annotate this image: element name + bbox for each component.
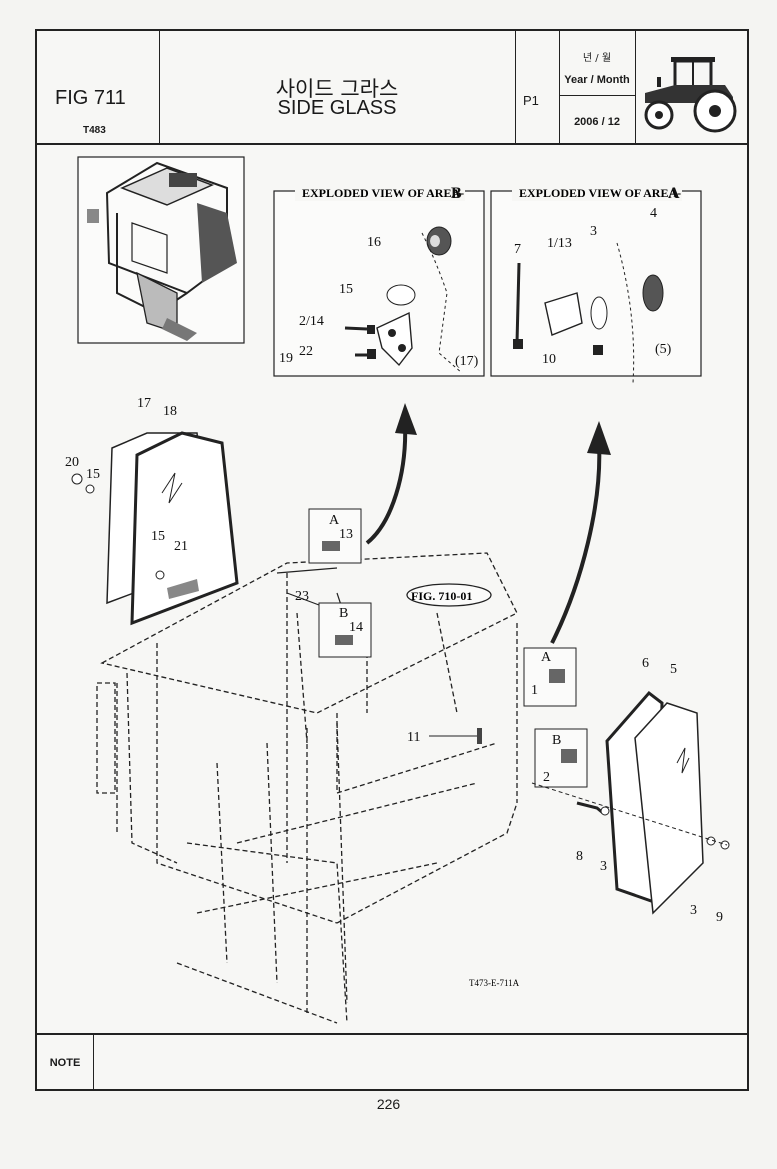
exploded-a-letter: A bbox=[668, 185, 680, 202]
callout-17: 17 bbox=[137, 396, 151, 411]
fig-ref-callout: FIG. 710-01 bbox=[406, 583, 492, 607]
detail-b14-num: 14 bbox=[349, 620, 363, 635]
part-label-7: 7 bbox=[514, 242, 521, 257]
exploded-b-title: EXPLODED VIEW OF AREA- bbox=[302, 186, 464, 200]
detail-a1-num: 1 bbox=[531, 683, 538, 698]
detail-b14-letter: B bbox=[339, 606, 348, 621]
date-label-korean: 년 / 월 bbox=[582, 53, 612, 64]
detail-b2-num: 2 bbox=[543, 770, 550, 785]
page-code: P1 bbox=[523, 93, 539, 108]
callout-21: 21 bbox=[174, 539, 188, 554]
parts-page: FIG 711 T483 사이드 그라스 SIDE GLASS P1 년 / 월… bbox=[35, 29, 749, 1091]
page-code-cell: P1 bbox=[515, 31, 560, 143]
cab-thumbnail bbox=[77, 156, 245, 344]
left-side-glass bbox=[71, 431, 239, 626]
exploded-view-area-b: EXPLODED VIEW OF AREA- B 16 15 2/14 22 1… bbox=[273, 183, 485, 377]
model-code: T483 bbox=[83, 125, 106, 136]
detail-b2-letter: B bbox=[552, 733, 561, 748]
detail-box-a-1: A 1 bbox=[523, 647, 577, 707]
fig-ref: FIG. 710-01 bbox=[411, 589, 472, 603]
title-korean: 사이드 그라스 bbox=[275, 77, 399, 101]
callout-9: 9 bbox=[716, 910, 723, 925]
exploded-view-area-a: EXPLODED VIEW OF AREA- A 7 1/13 3 4 10 (… bbox=[490, 183, 702, 384]
part-label-3: 3 bbox=[590, 224, 597, 239]
part-label-1-13: 1/13 bbox=[547, 236, 572, 251]
note-label: NOTE bbox=[37, 1035, 94, 1091]
part-label-4: 4 bbox=[650, 206, 657, 221]
part-label-19: 19 bbox=[279, 351, 293, 366]
callout-11: 11 bbox=[407, 730, 420, 745]
exploded-b-letter: B bbox=[451, 185, 462, 202]
drawing-code: T473-E-711A bbox=[469, 978, 520, 988]
detail-a13-num: 13 bbox=[339, 527, 353, 542]
part-label-2-14: 2/14 bbox=[299, 314, 324, 329]
callout-3-right: 3 bbox=[690, 903, 697, 918]
callout-23: 23 bbox=[295, 589, 309, 604]
detail-a1-letter: A bbox=[541, 650, 552, 665]
detail-box-b-2: B 2 bbox=[534, 728, 588, 788]
callout-18: 18 bbox=[163, 404, 177, 419]
page-number: 226 bbox=[376, 1096, 401, 1112]
right-side-glass bbox=[531, 690, 730, 915]
date-cell: 년 / 월 Year / Month 2006 / 12 bbox=[559, 31, 636, 143]
header: FIG 711 T483 사이드 그라스 SIDE GLASS P1 년 / 월… bbox=[37, 31, 747, 145]
callout-3-left: 3 bbox=[600, 859, 607, 874]
callout-8: 8 bbox=[576, 849, 583, 864]
part-label-5: (5) bbox=[655, 342, 672, 357]
detail-box-a-13: A 13 bbox=[308, 508, 362, 564]
tractor-logo bbox=[635, 31, 747, 143]
callout-15-left: 15 bbox=[86, 467, 100, 482]
callout-5: 5 bbox=[670, 662, 677, 677]
part-label-17: (17) bbox=[455, 354, 479, 369]
callout-20: 20 bbox=[65, 455, 79, 470]
note-row: NOTE bbox=[37, 1033, 747, 1091]
date-value: 2006 / 12 bbox=[574, 116, 620, 128]
tractor-icon bbox=[644, 57, 737, 133]
arrow-to-area-b bbox=[365, 422, 408, 545]
detail-box-b-14: B 14 bbox=[318, 602, 372, 658]
date-label-english: Year / Month bbox=[564, 74, 630, 86]
detail-a13-letter: A bbox=[329, 513, 340, 528]
date-divider bbox=[559, 95, 635, 96]
cab-frame bbox=[96, 552, 518, 1024]
part-label-15: 15 bbox=[339, 282, 353, 297]
arrow-to-area-a bbox=[550, 442, 602, 644]
title-cell: 사이드 그라스 SIDE GLASS bbox=[159, 31, 516, 143]
callout-15-mid: 15 bbox=[151, 529, 165, 544]
part-label-10: 10 bbox=[542, 352, 556, 367]
figure-label: FIG 711 bbox=[55, 87, 126, 109]
figure-cell: FIG 711 T483 bbox=[37, 31, 160, 143]
part-label-16: 16 bbox=[367, 235, 381, 250]
parts-diagram: EXPLODED VIEW OF AREA- B 16 15 2/14 22 1… bbox=[65, 156, 730, 1024]
title-english: SIDE GLASS bbox=[277, 97, 397, 119]
exploded-a-title: EXPLODED VIEW OF AREA- bbox=[519, 186, 681, 200]
part-label-22: 22 bbox=[299, 344, 313, 359]
callout-6: 6 bbox=[642, 656, 649, 671]
